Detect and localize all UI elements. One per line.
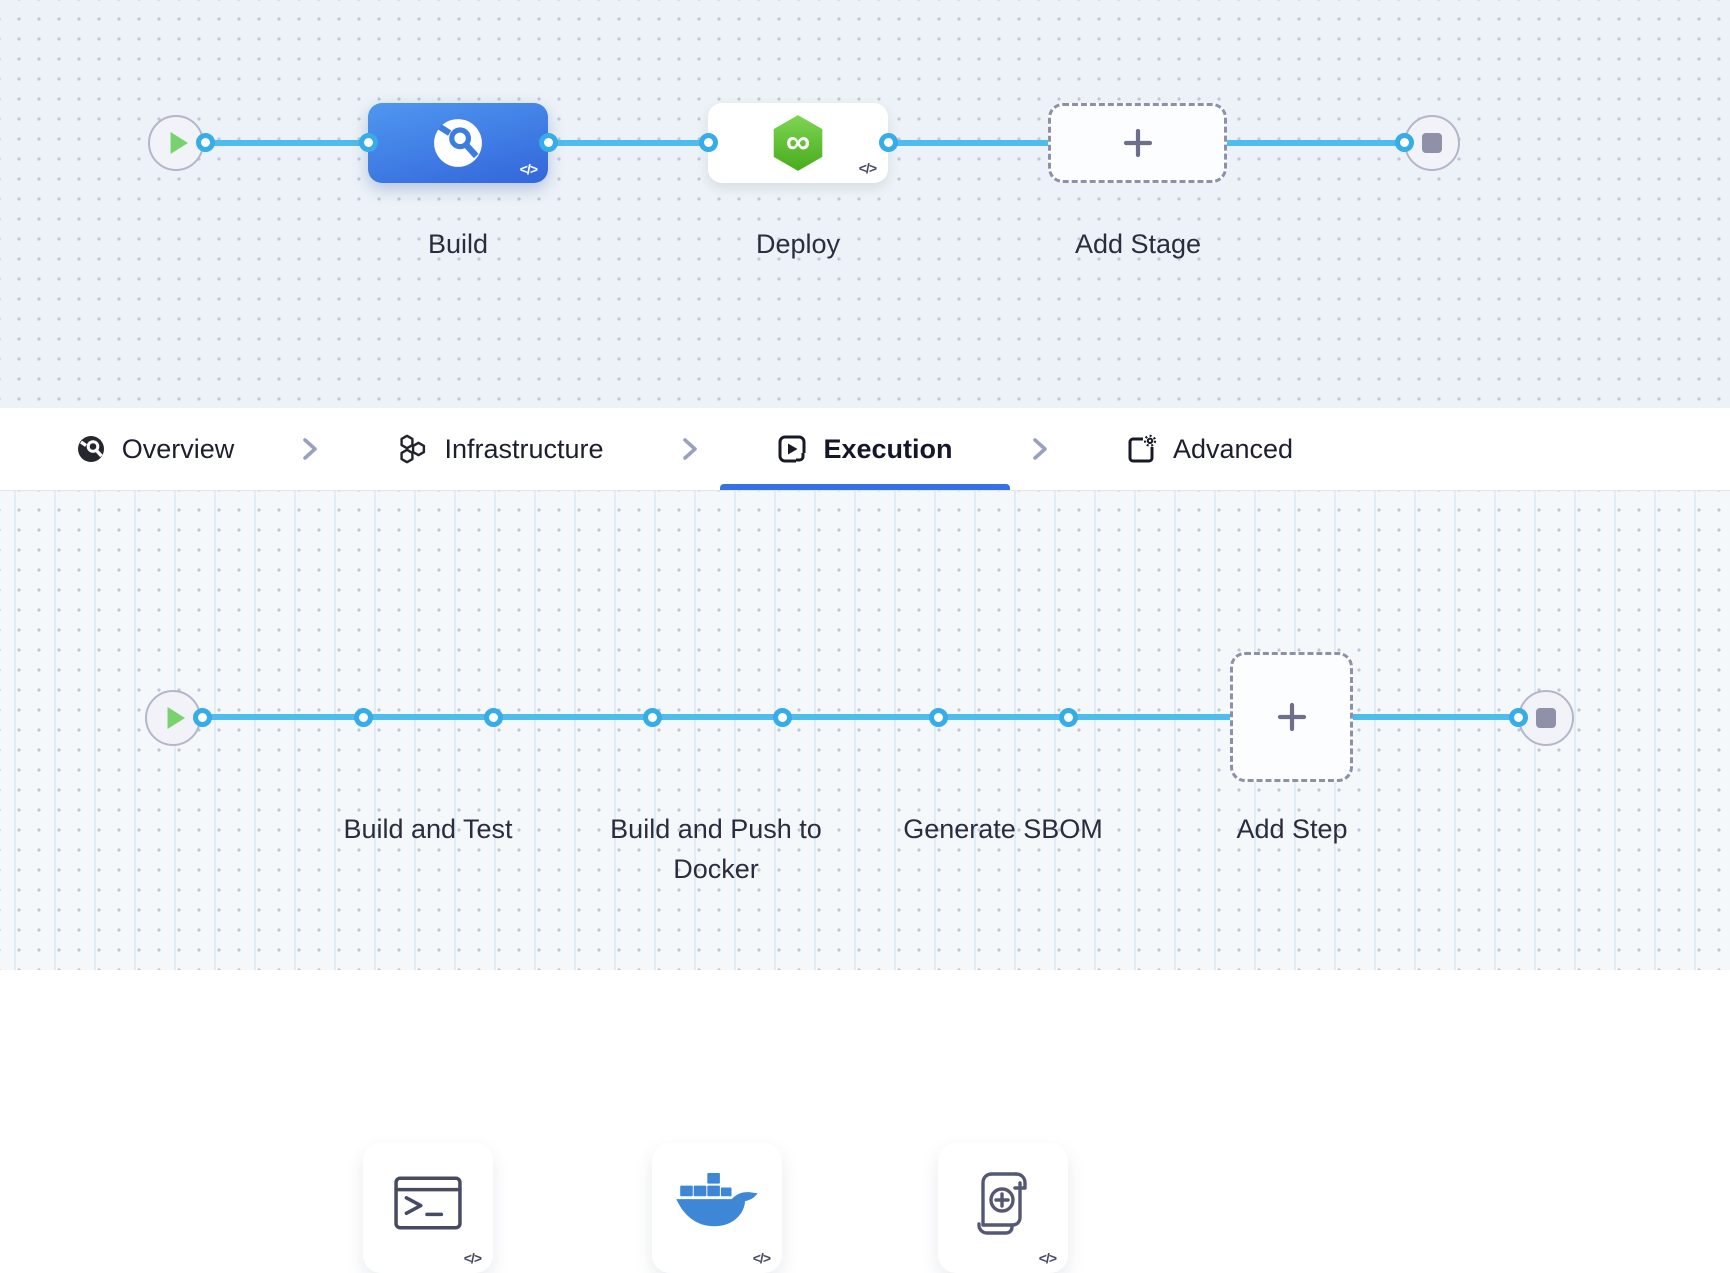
connector-port <box>643 708 662 727</box>
yaml-code-badge: </> <box>1038 1250 1057 1266</box>
stage-card-build[interactable]: </> <box>368 103 548 183</box>
stop-icon <box>1422 133 1442 153</box>
step-label-add-step: Add Step <box>1236 814 1348 844</box>
step-card-build-and-test[interactable]: </> <box>363 1143 493 1273</box>
play-icon <box>167 707 185 729</box>
play-icon <box>170 132 188 154</box>
tab-infrastructure[interactable]: Infrastructure <box>340 408 660 490</box>
advanced-icon <box>1128 434 1157 463</box>
plus-icon <box>1277 702 1306 732</box>
ci-build-icon <box>434 119 482 167</box>
connector-port <box>354 708 373 727</box>
execution-icon <box>778 435 808 464</box>
stop-icon <box>1536 708 1556 728</box>
connector-port <box>193 708 212 727</box>
connector-port <box>929 708 948 727</box>
connector-port <box>699 133 718 152</box>
infinity-glyph: ∞ <box>785 122 811 161</box>
sbom-scroll-icon <box>977 1172 1027 1235</box>
connector-port <box>1395 133 1414 152</box>
stage-config-tab-bar: Overview Infrastructure Execution <box>0 408 1730 491</box>
tab-label: Overview <box>121 433 235 464</box>
yaml-code-badge: </> <box>858 160 877 176</box>
step-label-build-and-test: Build and Test <box>343 814 513 844</box>
stage-graph-canvas[interactable]: </> ∞ </> Build Deploy Add Stage <box>0 0 1730 408</box>
run-terminal-icon <box>394 1176 462 1230</box>
stage-card-deploy[interactable]: ∞ </> <box>708 103 888 183</box>
tab-label: Infrastructure <box>444 433 604 464</box>
connector-port <box>484 708 503 727</box>
tab-label: Execution <box>823 433 953 464</box>
connector-port <box>1059 708 1078 727</box>
tab-advanced[interactable]: Advanced <box>1070 408 1350 490</box>
plus-icon <box>1123 128 1152 158</box>
step-card-generate-sbom[interactable]: </> <box>938 1143 1068 1273</box>
infrastructure-icon <box>400 434 426 464</box>
chevron-right-icon <box>660 408 720 490</box>
connector-port <box>773 708 792 727</box>
stage-label-deploy: Deploy <box>755 229 841 259</box>
yaml-code-badge: </> <box>463 1250 482 1266</box>
cd-deploy-icon: ∞ <box>773 115 823 171</box>
stage-label-add-stage: Add Stage <box>1074 229 1202 259</box>
connector-port <box>1509 708 1528 727</box>
active-tab-underline <box>720 484 1010 490</box>
yaml-code-badge: </> <box>752 1250 771 1266</box>
yaml-code-badge: </> <box>519 161 538 177</box>
tab-execution[interactable]: Execution <box>720 408 1010 490</box>
connector-port <box>196 133 215 152</box>
chevron-right-icon <box>1010 408 1070 490</box>
connector-port <box>539 133 558 152</box>
stage-label-build: Build <box>427 229 489 259</box>
tab-label: Advanced <box>1172 433 1294 464</box>
overview-icon <box>77 436 104 462</box>
chevron-right-icon <box>280 408 340 490</box>
execution-step-canvas[interactable]: </> </> <box>0 491 1730 1273</box>
tab-overview[interactable]: Overview <box>30 408 280 490</box>
execution-start-node <box>145 690 201 746</box>
step-card-build-and-push-to-docker[interactable]: </> <box>652 1143 782 1273</box>
add-stage-button[interactable] <box>1048 103 1227 183</box>
step-connector-line <box>202 714 1518 720</box>
connector-port <box>359 133 378 152</box>
step-label-build-and-push-to-docker: Build and Push to Docker <box>610 814 822 884</box>
step-label-generate-sbom: Generate SBOM <box>903 814 1103 844</box>
pipeline-start-node <box>148 115 204 171</box>
connector-port <box>879 133 898 152</box>
docker-icon <box>676 1172 758 1227</box>
add-step-button[interactable] <box>1230 652 1353 782</box>
